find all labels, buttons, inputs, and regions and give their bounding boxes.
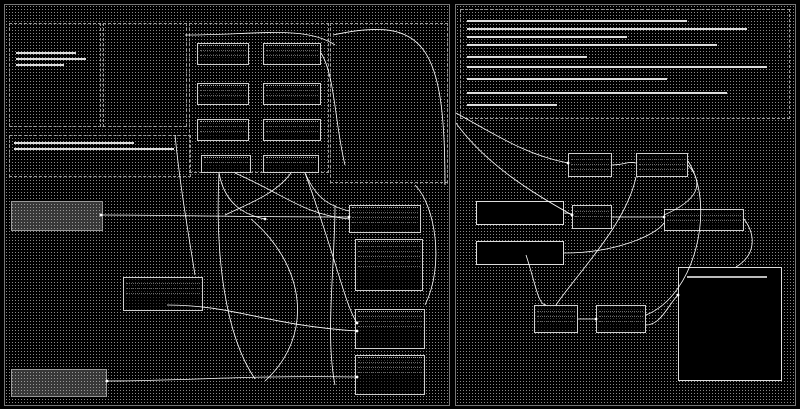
note-line: [467, 66, 767, 68]
group-box-strip[interactable]: [9, 135, 191, 177]
note-group-top-left[interactable]: [9, 23, 101, 127]
note-line: [467, 44, 717, 46]
node-title: [266, 121, 318, 122]
graph-node[interactable]: [572, 205, 612, 229]
node-title: [266, 157, 316, 158]
node-title: [358, 357, 422, 358]
graph-node[interactable]: [197, 83, 249, 105]
node-title: [200, 45, 246, 46]
node-title: [358, 241, 420, 242]
note-line: [467, 36, 627, 38]
note-line: [467, 104, 557, 106]
left-graph-canvas[interactable]: [4, 4, 450, 406]
node-title: [200, 85, 246, 86]
group-box-right[interactable]: [330, 23, 448, 183]
graph-node[interactable]: [534, 305, 578, 333]
note-line: [467, 56, 587, 58]
preview-image-panel[interactable]: [678, 267, 782, 381]
graph-node[interactable]: [664, 209, 744, 231]
group-box[interactable]: [103, 23, 187, 127]
note-line: [467, 92, 727, 94]
graph-node[interactable]: [201, 155, 251, 173]
note-line: [16, 58, 86, 60]
graph-node[interactable]: [263, 155, 319, 173]
note-line: [467, 20, 687, 22]
graph-node[interactable]: [355, 239, 423, 291]
node-title: [204, 157, 248, 158]
right-graph-canvas[interactable]: [455, 4, 796, 406]
dark-node[interactable]: [476, 201, 564, 225]
note-line: [467, 28, 747, 30]
note-group-top[interactable]: [460, 9, 790, 119]
graph-node[interactable]: [355, 355, 425, 395]
graph-node[interactable]: [568, 153, 612, 177]
strip-line: [14, 142, 134, 144]
node-title: [352, 207, 418, 208]
node-title: [200, 121, 246, 122]
node-title: [266, 85, 318, 86]
graph-node[interactable]: [263, 119, 321, 141]
graph-node[interactable]: [123, 277, 203, 311]
image-preview: [11, 369, 107, 397]
graph-node[interactable]: [355, 309, 425, 349]
graph-node[interactable]: [197, 43, 249, 65]
graph-node[interactable]: [263, 83, 321, 105]
note-line: [16, 52, 76, 54]
graph-node[interactable]: [349, 205, 421, 233]
node-title: [266, 45, 318, 46]
graph-node[interactable]: [636, 153, 688, 177]
dark-node[interactable]: [476, 241, 564, 265]
strip-line: [14, 148, 174, 150]
note-line: [467, 78, 667, 80]
graph-node[interactable]: [596, 305, 646, 333]
preview-caption-line: [687, 276, 767, 278]
graph-node[interactable]: [263, 43, 321, 65]
note-line: [16, 64, 64, 66]
graph-node[interactable]: [197, 119, 249, 141]
node-title: [358, 311, 422, 312]
image-preview: [11, 201, 103, 231]
